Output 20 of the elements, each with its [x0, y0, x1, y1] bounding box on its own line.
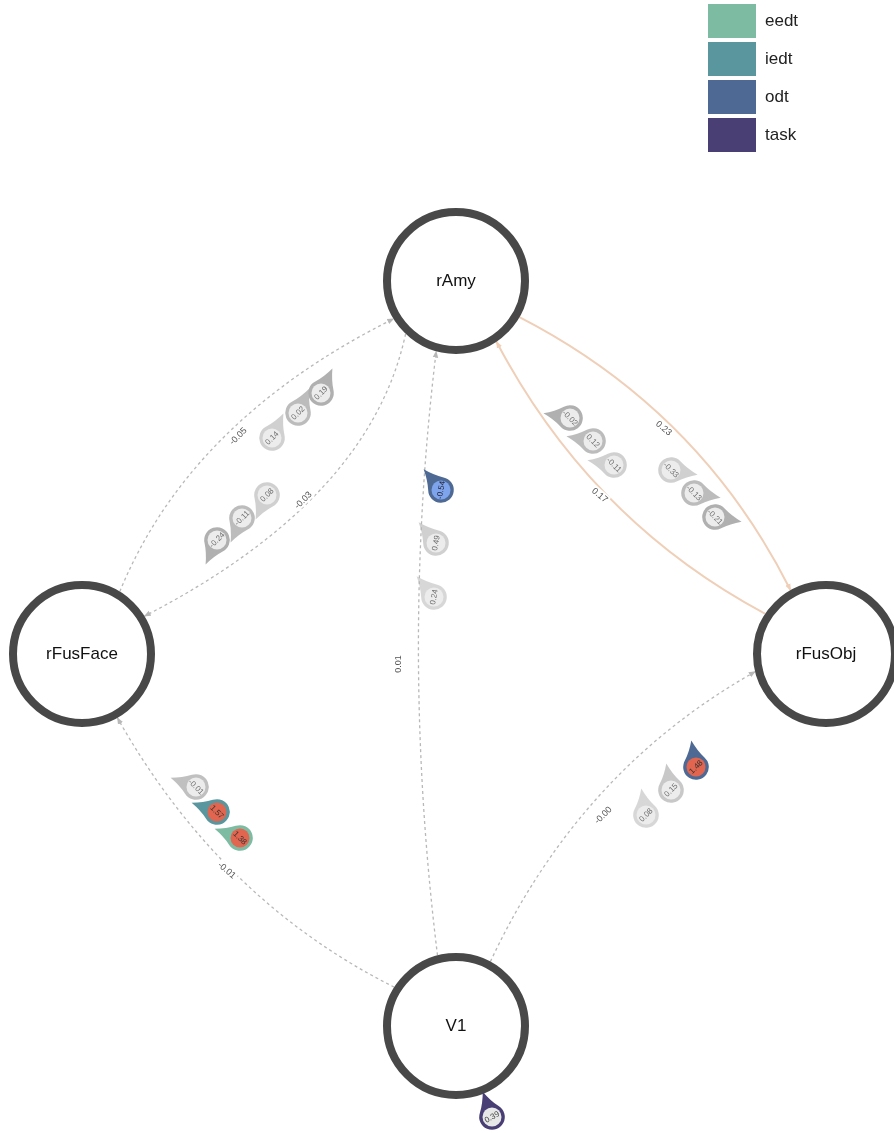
connection-arrow	[417, 350, 439, 957]
region-name: V1	[445, 1016, 467, 1036]
region-name: rAmy	[436, 271, 476, 291]
connection-arrow	[143, 333, 407, 617]
parameter-value: 1.57	[208, 803, 226, 821]
parameter-value: 0.24	[428, 588, 440, 606]
legend-label: iedt	[765, 49, 793, 69]
legend-label: odt	[765, 87, 789, 107]
connection-arrow	[489, 671, 756, 963]
connection-arrow	[119, 318, 395, 593]
region-name: rFusFace	[46, 644, 118, 664]
parameter-value: 0.49	[430, 534, 442, 552]
parameter-value: -0.54	[435, 480, 447, 500]
connection-arrow	[116, 717, 395, 988]
connection-arrow	[518, 316, 792, 592]
parameter-value: 0.39	[483, 1109, 501, 1125]
legend-label: task	[765, 125, 797, 145]
region-name: rFusObj	[795, 644, 857, 664]
edge-label: 0.01	[393, 654, 403, 674]
legend-label: eedt	[765, 11, 799, 31]
